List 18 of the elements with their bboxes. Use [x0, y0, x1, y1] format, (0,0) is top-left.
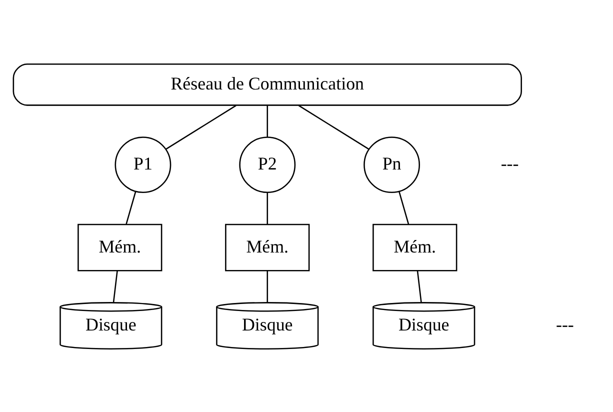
connector	[416, 270, 422, 302]
node-box: Mém.	[225, 223, 310, 271]
label: ---	[500, 153, 519, 174]
node-circle: P2	[239, 136, 296, 193]
node-box: Réseau de Communication	[12, 62, 522, 106]
connector	[398, 190, 410, 224]
connector	[166, 104, 236, 150]
connector	[298, 104, 369, 150]
node-circle: Pn	[364, 136, 420, 193]
node-box: Mém.	[372, 223, 458, 271]
connector	[266, 105, 268, 136]
node-circle: P1	[114, 136, 172, 193]
connector	[266, 270, 268, 302]
connector	[126, 190, 136, 224]
connector	[112, 270, 118, 302]
label: ---	[556, 314, 574, 334]
node-box: Mém.	[78, 223, 162, 271]
connector	[266, 192, 268, 224]
